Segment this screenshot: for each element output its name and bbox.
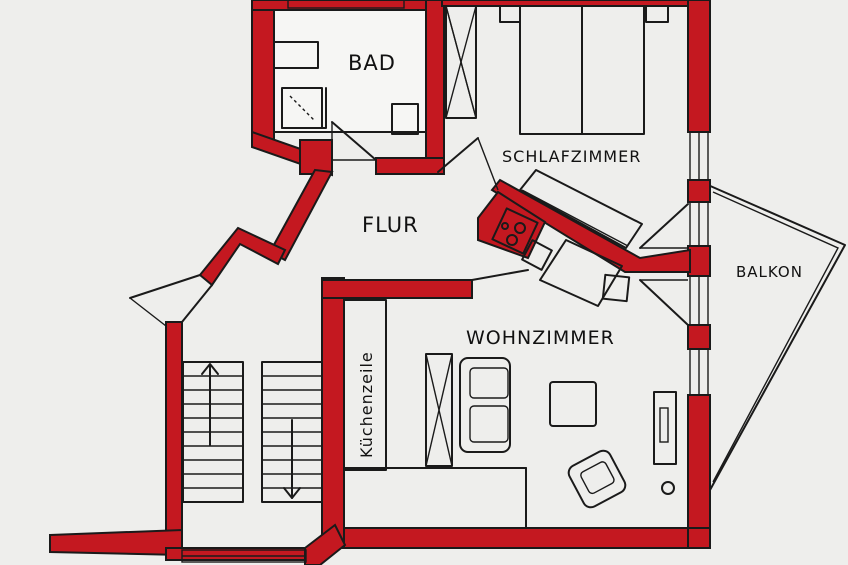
bathroom-fixtures [273, 9, 427, 161]
wall-right-top [687, 0, 711, 133]
walls [49, 0, 711, 565]
wall-right-mid [687, 179, 711, 203]
wall-right-balcony-post [687, 245, 711, 277]
flur-door-bedroom-arc [477, 137, 499, 191]
wall-bath-bottom-left [299, 139, 333, 175]
label-kuechenzeile: Küchenzeile [357, 351, 376, 458]
wall-right-lower [687, 324, 711, 350]
label-schlafzimmer: SCHLAFZIMMER [502, 147, 641, 166]
staircase [182, 361, 323, 503]
wall-stair-left [165, 321, 183, 553]
stair-up-arrow [201, 363, 219, 375]
stove-burner-1 [514, 222, 526, 234]
living-windows [181, 0, 709, 563]
bath-inner [273, 9, 427, 133]
kitchen-cabinet [491, 207, 539, 255]
dining-chair-2 [601, 273, 631, 303]
wall-entrance-bottom [49, 528, 183, 557]
tv [659, 407, 669, 443]
label-wohnzimmer: WOHNZIMMER [466, 327, 615, 349]
nightstand-left [499, 5, 521, 23]
bathtub [273, 41, 319, 69]
bedroom-door [639, 203, 689, 249]
armchair [567, 449, 627, 509]
nightstand-right [645, 5, 669, 23]
tv-stand [653, 391, 677, 465]
dresser [519, 169, 643, 249]
flur-door-left [129, 274, 201, 299]
wall-right-bottom [687, 394, 711, 546]
flur-stair-door [181, 284, 213, 323]
flur-door-to-living [471, 269, 529, 281]
kitchen [343, 207, 539, 471]
dining-area [521, 239, 631, 307]
wall-living-left [321, 277, 345, 549]
living-room-furniture [343, 279, 689, 529]
stair-down-arrow [283, 487, 301, 499]
coffee-table [549, 381, 597, 427]
wall-living-top [321, 279, 473, 299]
flur-door-left-arc [129, 297, 167, 327]
wall-bottom [329, 527, 711, 549]
wall-bath-left [251, 0, 275, 141]
balcony-door [639, 279, 689, 326]
wall-flur-diagonal [268, 168, 334, 262]
wall-bath-right [425, 0, 445, 173]
plant [661, 481, 675, 495]
flur-elements [129, 137, 529, 327]
label-balkon: BALKON [736, 263, 803, 281]
stove-burner-3 [501, 222, 509, 230]
shelf [425, 353, 453, 467]
flur-door-bedroom [437, 137, 479, 173]
wall-bath-bottom [375, 157, 445, 175]
bath-door-arc [331, 122, 376, 161]
wall-bottom-right-corner [687, 527, 711, 549]
balcony [707, 184, 846, 491]
dining-table [539, 239, 623, 307]
bedroom-window [689, 131, 709, 181]
wall-kitchen-diagonal [490, 178, 691, 273]
bath-window [287, 0, 405, 9]
sofa [459, 357, 511, 453]
dining-chair-1 [521, 239, 553, 271]
label-bad: BAD [348, 51, 396, 75]
bath-door [331, 121, 377, 161]
toilet [391, 103, 419, 135]
wardrobe [445, 5, 477, 119]
label-flur: FLUR [362, 213, 419, 237]
stove-burner-2 [506, 234, 518, 246]
bedroom-furniture [445, 5, 689, 249]
shower-door [281, 87, 327, 129]
kitchen-counter [343, 299, 387, 471]
